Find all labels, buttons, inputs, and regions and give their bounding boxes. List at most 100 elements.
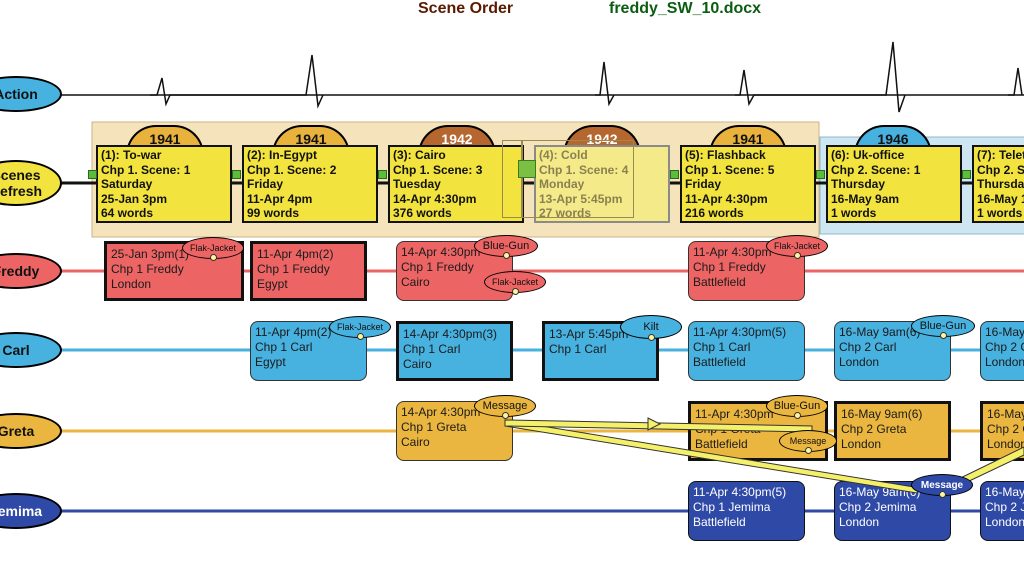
card-location: Battlefield — [693, 355, 746, 369]
scene-chapter: Chp 1. Scene: 5 — [685, 162, 775, 177]
scene-card-3[interactable]: (3): Cairo Chp 1. Scene: 3 Tuesday 14-Ap… — [388, 145, 524, 223]
card-chapter: Chp 1 Carl — [255, 340, 313, 354]
scene-connector[interactable] — [816, 170, 825, 179]
card-time: 16-May 9am(6) — [839, 325, 921, 339]
scene-time: 14-Apr 4:30pm — [393, 191, 477, 206]
scene-time: 25-Jan 3pm — [101, 191, 168, 206]
card-time: 14-Apr 4:30pm — [401, 245, 481, 259]
card-location: Cairo — [401, 275, 430, 289]
scene-title: (4): Cold — [539, 148, 588, 162]
card-chapter: Chp 2 Jemima — [839, 500, 917, 514]
blue-gun-tag[interactable]: Blue-Gun — [474, 235, 538, 259]
scene-chapter: Chp 1. Scene: 1 — [101, 162, 191, 177]
scene-words: 1 words — [831, 206, 877, 221]
tag-anchor-icon — [210, 254, 217, 261]
card-location: London — [841, 437, 882, 451]
card-location: Cairo — [401, 435, 430, 449]
greta-card-3[interactable]: 16-May 9am(6) Chp 2 Greta London — [834, 401, 951, 461]
scene-card-5[interactable]: (5): Flashback Chp 1. Scene: 5 Friday 11… — [680, 145, 816, 223]
scene-card-2[interactable]: (2): In-Egypt Chp 1. Scene: 2 Friday 11-… — [242, 145, 378, 223]
action-heartbeat-2 — [595, 61, 615, 107]
action-heartbeat-4 — [1008, 67, 1023, 96]
scene-card-6[interactable]: (6): Uk-office Chp 2. Scene: 1 Thursday … — [826, 145, 962, 223]
drag-ghost-divider — [521, 140, 523, 218]
card-time: 11-Apr 4pm(2) — [257, 247, 334, 261]
card-chapter: Chp 2 Greta — [841, 422, 907, 436]
document-name: freddy_SW_10.docx — [609, 0, 762, 17]
scene-card-4-dragging[interactable]: (4): Cold Chp 1. Scene: 4 Monday 13-Apr … — [534, 145, 670, 223]
card-location: London — [987, 437, 1024, 451]
scene-words: 1 words — [977, 206, 1023, 221]
scene-title: (6): Uk-office — [831, 148, 905, 162]
scene-connector[interactable] — [670, 170, 679, 179]
tag-anchor-icon — [502, 412, 509, 419]
card-chapter: Chp 1 Carl — [403, 342, 461, 356]
card-time: 25-Jan 3pm(1) — [111, 247, 190, 261]
tag-label: Flak-Jacket — [773, 241, 820, 251]
drag-ghost-outline — [502, 140, 634, 218]
scene-connector[interactable] — [962, 170, 971, 179]
flak-jacket-tag[interactable]: Flak-Jacket — [766, 235, 828, 259]
tag-anchor-icon — [794, 412, 801, 419]
scene-words: 99 words — [247, 206, 300, 221]
card-location: Egypt — [257, 277, 288, 291]
jemima-card-3[interactable]: 16-May 9 Chp 2 J London — [980, 481, 1024, 541]
tag-anchor-icon — [648, 334, 655, 341]
tag-anchor-icon — [357, 333, 364, 340]
tag-label: Flak-Jacket — [491, 277, 538, 287]
carl-card-6[interactable]: 16-May 9 Chp 2 C London — [980, 321, 1024, 381]
flak-jacket-tag[interactable]: Flak-Jacket — [329, 316, 391, 340]
greta-card-1[interactable]: 14-Apr 4:30pm Chp 1 Greta Cairo — [396, 401, 513, 461]
freddy-card-4[interactable]: 11-Apr 4:30pm Chp 1 Freddy Battlefield — [688, 241, 805, 301]
flak-jacket-tag[interactable]: Flak-Jacket — [182, 237, 244, 261]
drag-handle[interactable] — [518, 160, 536, 178]
blue-gun-tag[interactable]: Blue-Gun — [766, 395, 828, 419]
card-time: 11-Apr 4:30pm — [695, 407, 774, 421]
card-location: London — [839, 355, 880, 369]
card-time: 16-May 9 — [985, 325, 1024, 339]
card-time: 11-Apr 4pm(2) — [255, 325, 332, 339]
lane-label-greta[interactable]: Greta — [0, 413, 62, 449]
card-chapter: Chp 1 Carl — [549, 342, 607, 356]
scene-connector[interactable] — [232, 170, 241, 179]
scene-title: (5): Flashback — [685, 148, 766, 162]
card-time: 13-Apr 5:45pm — [549, 327, 629, 341]
message-tag[interactable]: Message — [911, 474, 973, 498]
action-heartbeat-1 — [150, 54, 324, 109]
scene-title: (1): To-war — [101, 148, 162, 162]
carl-card-4[interactable]: 11-Apr 4:30pm(5) Chp 1 Carl Battlefield — [688, 321, 805, 381]
scene-connector[interactable] — [378, 170, 387, 179]
tag-label: Blue-Gun — [482, 240, 530, 252]
tag-label: Message — [920, 479, 964, 491]
card-chapter: Chp 1 Greta — [401, 420, 467, 434]
greta-card-4[interactable]: 16-May 9 Chp 2 G London — [980, 401, 1024, 461]
carl-card-1[interactable]: 11-Apr 4pm(2) Chp 1 Carl Egypt — [250, 321, 367, 381]
jemima-card-1[interactable]: 11-Apr 4:30pm(5) Chp 1 Jemima Battlefiel… — [688, 481, 805, 541]
scene-card-1[interactable]: (1): To-war Chp 1. Scene: 1 Saturday 25-… — [96, 145, 232, 223]
scene-chapter: Chp 1. Scene: 4 — [539, 162, 629, 177]
scene-connector[interactable] — [88, 170, 97, 179]
scene-time: 11-Apr 4:30pm — [685, 191, 768, 206]
flak-jacket-tag[interactable]: Flak-Jacket — [484, 271, 546, 295]
scene-chapter: Chp 1. Scene: 3 — [393, 162, 483, 177]
tag-label: Kilt — [643, 321, 659, 333]
tag-label: Message — [789, 436, 827, 446]
scene-day: Tuesday — [393, 177, 441, 192]
tag-anchor-icon — [503, 252, 510, 259]
freddy-card-2[interactable]: 11-Apr 4pm(2) Chp 1 Freddy Egypt — [250, 241, 367, 301]
card-time: 16-May 9 — [985, 485, 1024, 499]
tag-label: Blue-Gun — [773, 400, 821, 412]
card-time: 11-Apr 4:30pm(5) — [693, 325, 787, 339]
message-tag[interactable]: Message — [779, 430, 837, 454]
card-time: 11-Apr 4:30pm — [693, 245, 772, 259]
scene-chapter: Chp 2. Sc — [977, 162, 1024, 177]
card-chapter: Chp 2 Carl — [839, 340, 897, 354]
message-tag[interactable]: Message — [474, 395, 536, 419]
scene-day: Friday — [247, 177, 284, 192]
carl-card-2[interactable]: 14-Apr 4:30pm(3) Chp 1 Carl Cairo — [396, 321, 513, 381]
blue-gun-tag[interactable]: Blue-Gun — [911, 315, 975, 339]
scene-card-7[interactable]: (7): Telet Chp 2. Sc Thursday 16-May 1 1… — [972, 145, 1024, 223]
kilt-tag[interactable]: Kilt — [620, 315, 682, 341]
card-location: Battlefield — [693, 515, 746, 529]
card-time: 14-Apr 4:30pm — [401, 405, 481, 419]
